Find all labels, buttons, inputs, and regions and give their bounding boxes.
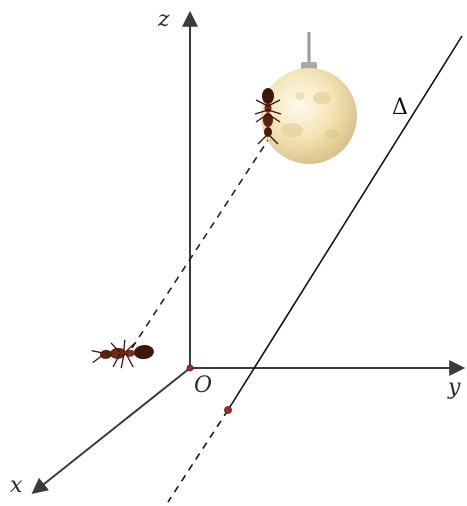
moon-lamp-icon (261, 32, 357, 164)
ant-icon (254, 88, 282, 145)
y-axis-label: y (447, 375, 461, 400)
x-axis (31, 367, 191, 494)
ant-path-segment (131, 139, 269, 349)
z-axis-label: z (157, 7, 170, 32)
line-delta-hidden-part (167, 409, 229, 503)
origin-label: O (194, 373, 212, 398)
ant-icon (91, 339, 154, 369)
line-delta-label: Δ (392, 95, 408, 120)
line-delta-point (224, 406, 232, 414)
x-axis-label: x (10, 473, 23, 498)
origin-point (186, 364, 194, 372)
line-delta (227, 35, 463, 411)
